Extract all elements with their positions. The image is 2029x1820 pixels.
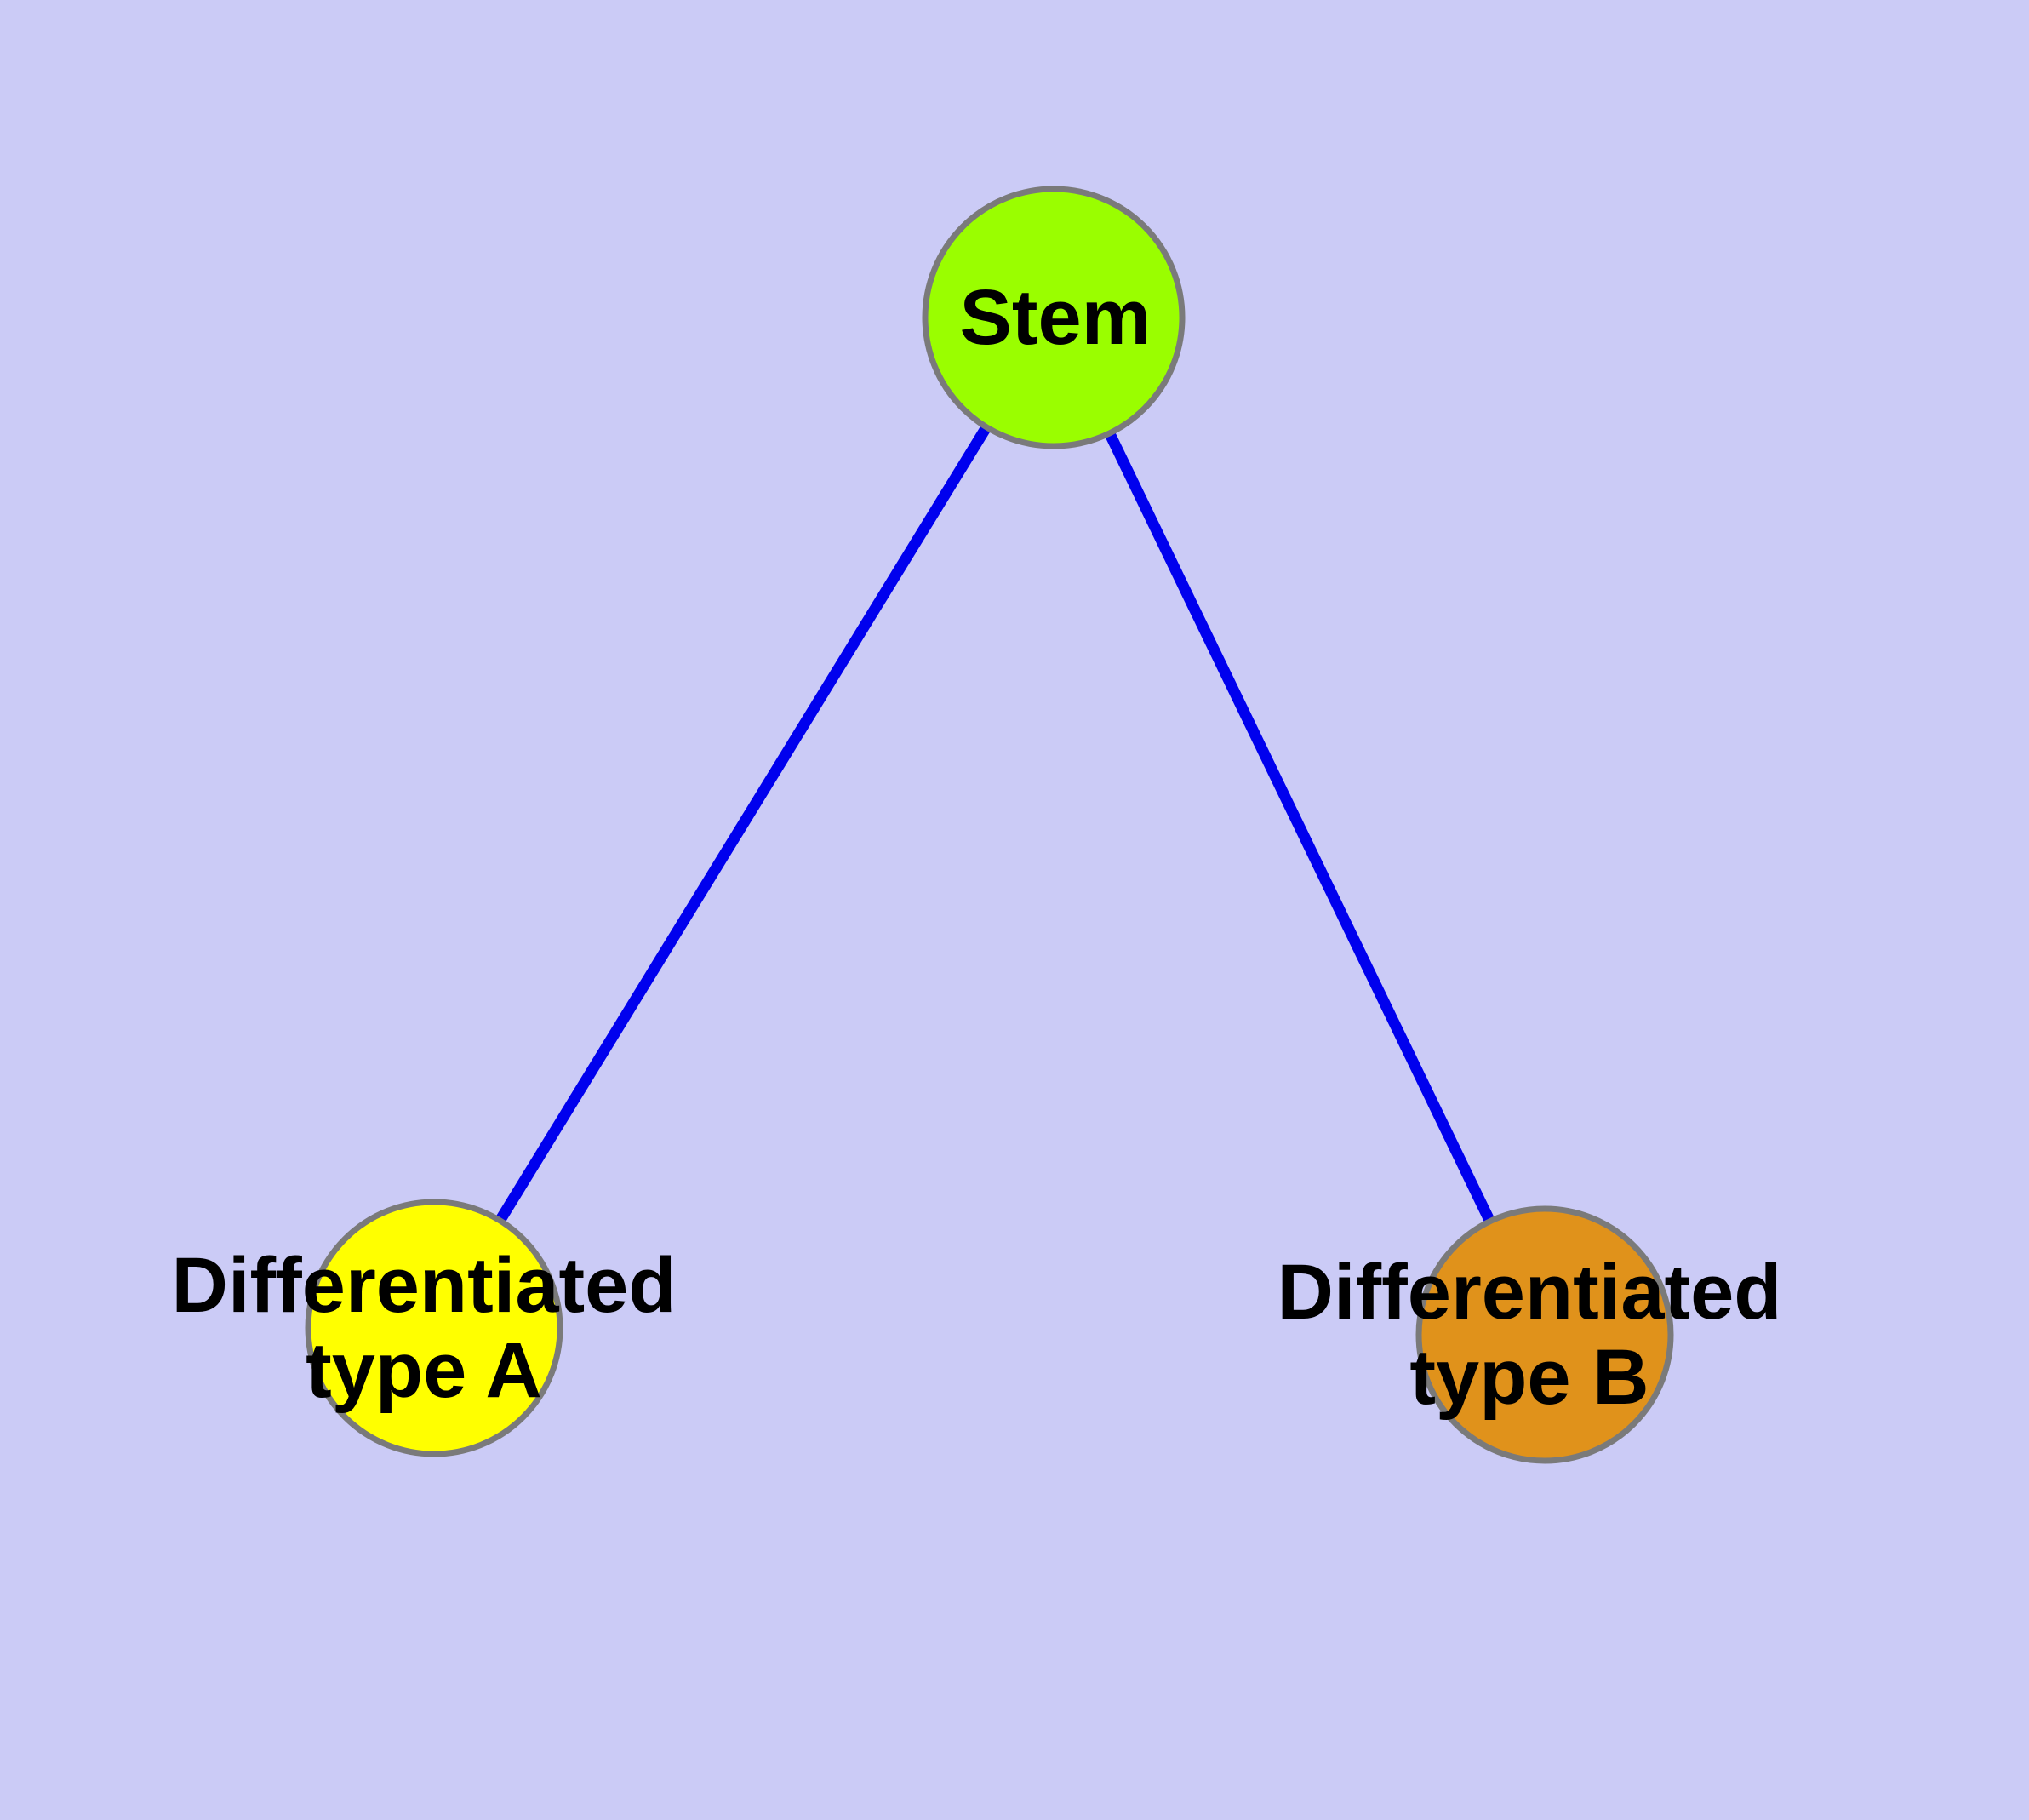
node-label-type-a: Differentiated type A: [171, 1242, 677, 1414]
edge-stem-to-type-a: [429, 314, 1059, 1331]
node-type-b: [1415, 1205, 1674, 1464]
edge-stem-to-type-b: [1049, 315, 1550, 1337]
node-type-a: [305, 1199, 563, 1457]
node-label-stem: Stem: [959, 274, 1152, 361]
node-label-type-b: Differentiated type B: [1277, 1249, 1782, 1421]
node-stem: [922, 186, 1186, 449]
